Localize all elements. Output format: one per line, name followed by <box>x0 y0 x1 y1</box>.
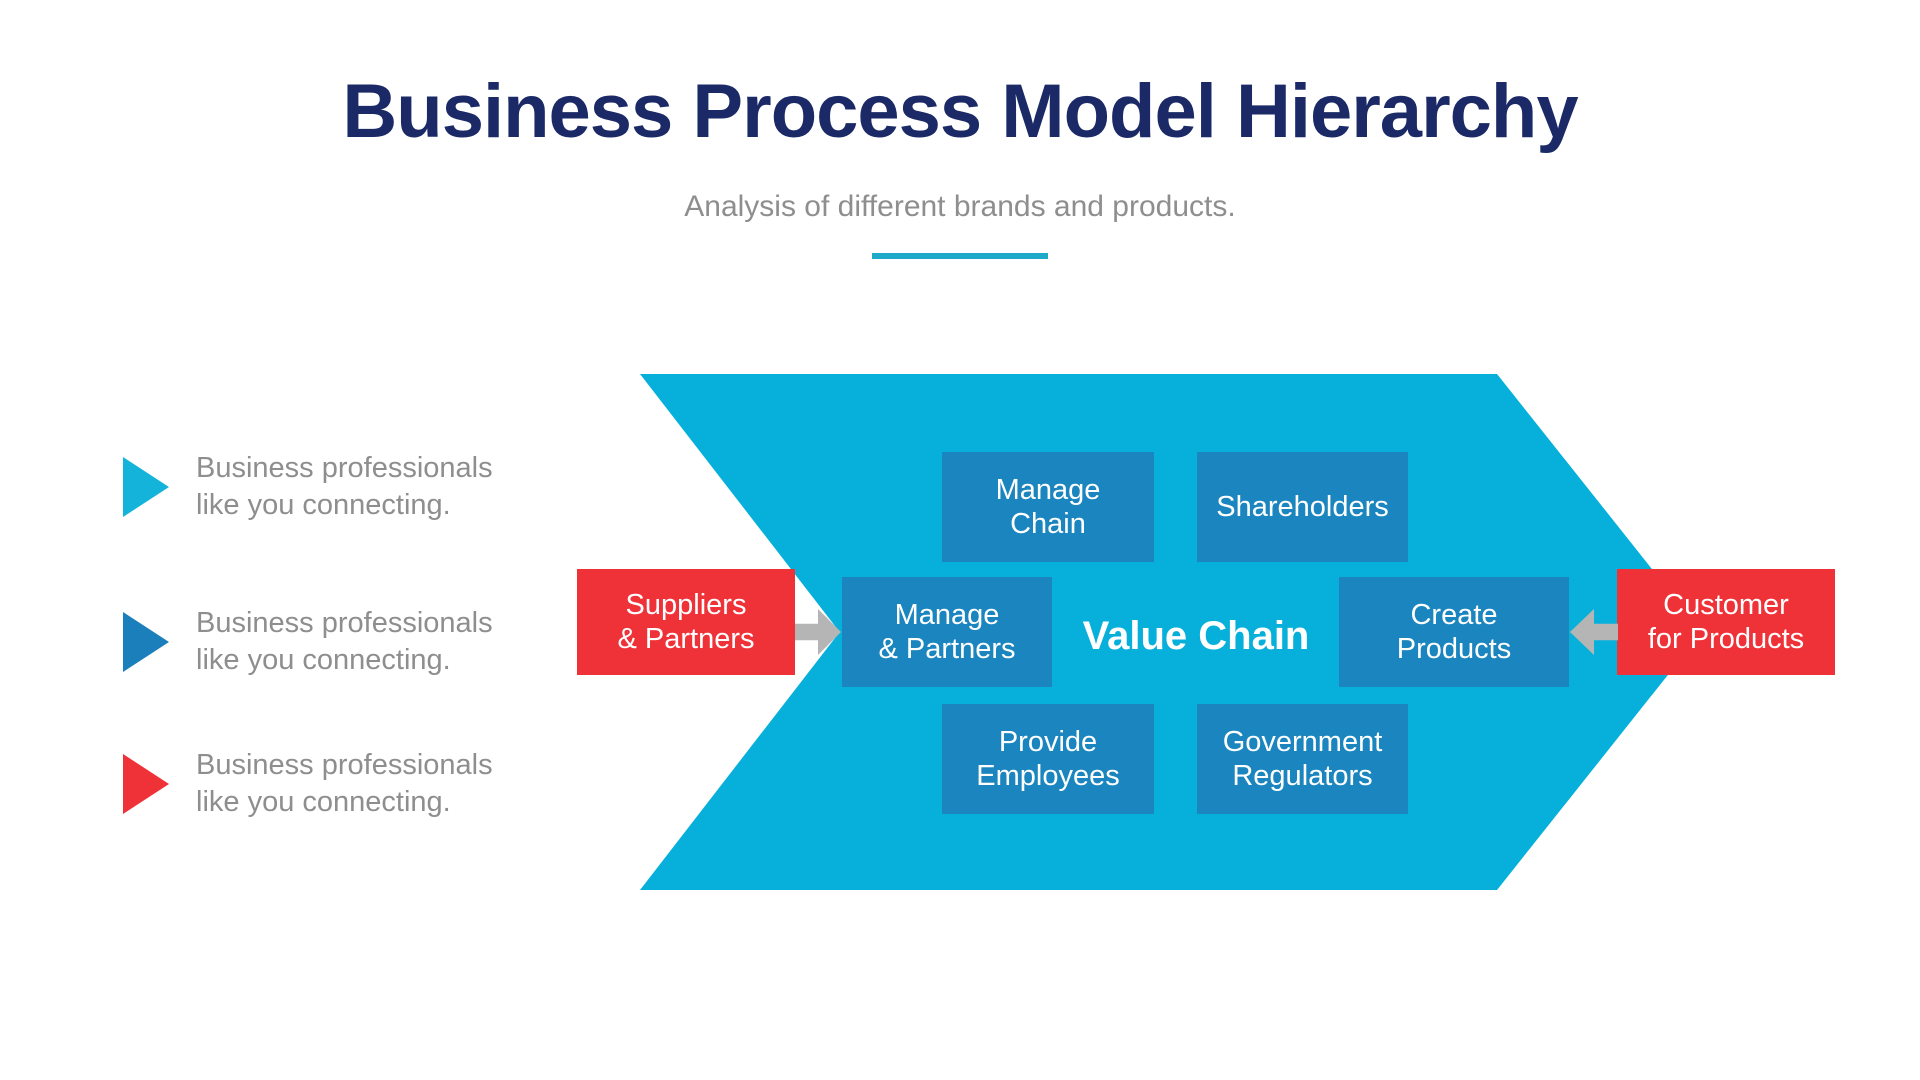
box-create-products: Create Products <box>1339 577 1569 687</box>
legend-item-1: Business professionals like you connecti… <box>123 448 493 526</box>
page-title: Business Process Model Hierarchy <box>342 69 1578 154</box>
value-chain-label: Value Chain <box>1082 613 1310 658</box>
box-manage-chain: Manage Chain <box>942 452 1154 562</box>
box-customer-for-products: Customer for Products <box>1617 569 1835 675</box>
legend-item-2: Business professionals like you connecti… <box>123 603 493 681</box>
box-suppliers-partners: Suppliers & Partners <box>577 569 795 675</box>
page-subtitle: Analysis of different brands and product… <box>684 190 1236 223</box>
box-manage-partners: Manage & Partners <box>842 577 1052 687</box>
legend-item-3: Business professionals like you connecti… <box>123 745 493 823</box>
legend-item-2-label: Business professionals like you connecti… <box>196 607 493 676</box>
box-government-regulators: Government Regulators <box>1197 704 1408 814</box>
legend-item-3-label: Business professionals like you connecti… <box>196 749 493 818</box>
cyan-triangle-icon <box>123 457 169 517</box>
title-divider-line <box>872 253 1048 259</box>
box-provide-employees: Provide Employees <box>942 704 1154 814</box>
red-triangle-icon <box>123 754 169 814</box>
legend-item-1-label: Business professionals like you connecti… <box>196 452 493 521</box>
box-shareholders: Shareholders <box>1197 452 1408 562</box>
blue-triangle-icon <box>123 612 169 672</box>
